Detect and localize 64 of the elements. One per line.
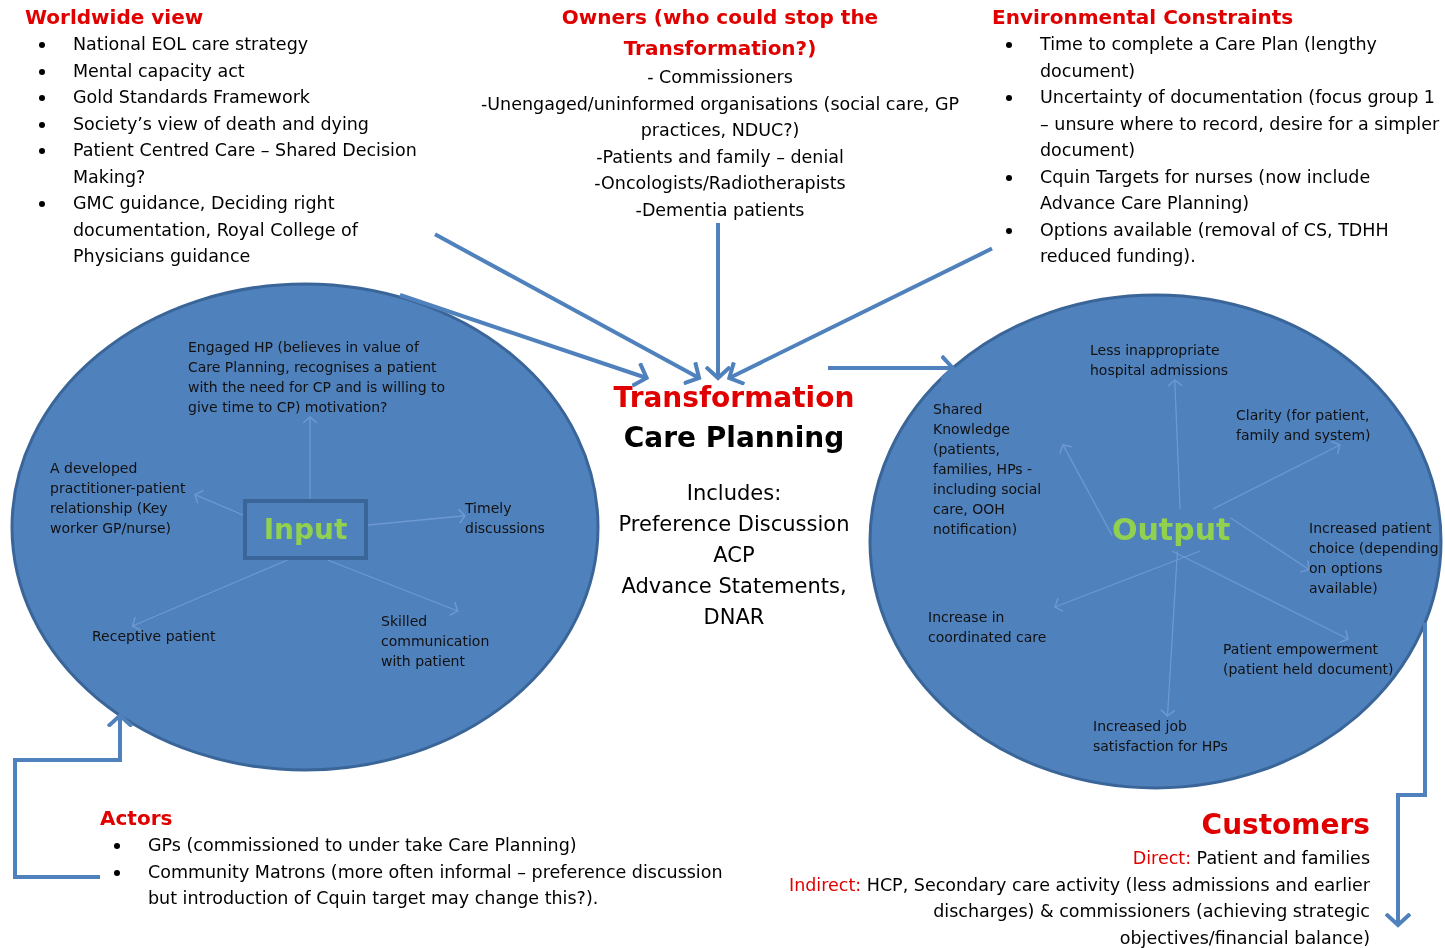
body-line: DNAR — [702, 604, 766, 631]
arrow — [1171, 550, 1349, 644]
arrow — [1167, 379, 1183, 510]
title-text: Care Planning — [622, 420, 846, 456]
title-text: Transformation — [612, 380, 856, 416]
list-line: - Commissioners — [646, 66, 794, 89]
item-text: Shared Knowledge (patients, families, HPs - including social care, OOH notification) — [933, 399, 1063, 539]
bullet-item: Patient Centred Care – Shared Decision Making? — [25, 137, 435, 190]
arrow — [131, 559, 288, 631]
list-line: -Unengaged/uninformed organisations (social care, GP practices, NDUC?) — [480, 92, 960, 142]
body-line: Includes: — [685, 480, 783, 507]
item-text: Timely discussions — [465, 498, 575, 538]
item-text: Less inappropriate hospital admissions — [1090, 340, 1260, 380]
bullet-item: National EOL care strategy — [25, 31, 435, 58]
item-text: Clarity (for patient, family and system) — [1236, 405, 1396, 445]
list-line: -Dementia patients — [634, 198, 806, 222]
output-heading: Output — [1112, 509, 1231, 551]
arrow — [1229, 517, 1310, 573]
body-line: Preference Discussion — [617, 511, 851, 538]
item-text: Patient empowerment (patient held document) — [1223, 639, 1423, 679]
arrow — [1212, 440, 1341, 510]
bullet-item: Options available (removal of CS, TDHH reduced funding). — [992, 216, 1442, 270]
bullet-item: GMC guidance, Deciding right documentation, Royal College of Physicians guidance — [25, 190, 435, 270]
item-text: Engaged HP (believes in value of Care Planning, recognises a patient with the need for CP and is willing to give time to CP) motivation? — [188, 337, 448, 417]
item-text: Increased job satisfaction for HPs — [1093, 716, 1263, 756]
heading: Environmental Constraints — [992, 4, 1295, 31]
arrow — [326, 559, 459, 617]
body-line: ACP — [712, 542, 756, 569]
heading: Worldwide view — [25, 4, 205, 31]
body-text: Direct: Patient and families — [1131, 847, 1370, 870]
item-text: Receptive patient — [92, 626, 252, 646]
arrow — [13, 713, 134, 879]
item-text: Increase in coordinated care — [928, 607, 1078, 647]
body-line: Advance Statements, — [620, 573, 848, 600]
arrow — [194, 489, 244, 516]
arrow — [1054, 550, 1201, 613]
input-label-box: Input — [243, 499, 368, 560]
item-text: Increased patient choice (depending on options available) — [1309, 518, 1443, 598]
arrow — [302, 416, 318, 500]
item-text: A developed practitioner-patient relationship (Key worker GP/nurse) — [50, 458, 195, 538]
arrow — [704, 223, 732, 380]
heading: Customers — [1200, 807, 1370, 843]
item-text: Skilled communication with patient — [381, 611, 521, 671]
arrow — [367, 508, 466, 526]
arrow — [1160, 550, 1179, 717]
arrow — [1384, 622, 1427, 927]
bullet-item: Society’s view of death and dying — [25, 110, 435, 137]
arrow — [434, 232, 702, 386]
bullet-item: Uncertainty of documentation (focus group 1 – unsure where to record, desire for a simpler document) — [992, 84, 1442, 164]
arrow — [727, 246, 993, 386]
bullet-item: Mental capacity act — [25, 57, 435, 84]
bullet-item: Community Matrons (more often informal – preference discussion but introduction of Cquin target may change this?). — [100, 858, 730, 912]
heading: Owners (who could stop the Transformation?) — [560, 4, 880, 62]
arrow — [828, 354, 955, 382]
list-line: -Patients and family – denial — [595, 145, 845, 169]
bullet-item: Time to complete a Care Plan (lengthy document) — [992, 31, 1442, 84]
arrow — [1058, 444, 1113, 537]
body-text: Indirect: HCP, Secondary care activity (less admissions and earlier discharges) & commissioners (achieving strategic objectives/financial balance) — [787, 873, 1370, 948]
bullet-item: GPs (commissioned to under take Care Planning) — [100, 832, 730, 859]
bullet-item: Cquin Targets for nurses (now include Advance Care Planning) — [992, 163, 1442, 217]
bullet-item: Gold Standards Framework — [25, 84, 435, 111]
heading: Actors — [100, 805, 174, 832]
arrow — [399, 293, 649, 388]
list-line: -Oncologists/Radiotherapists — [593, 172, 847, 195]
